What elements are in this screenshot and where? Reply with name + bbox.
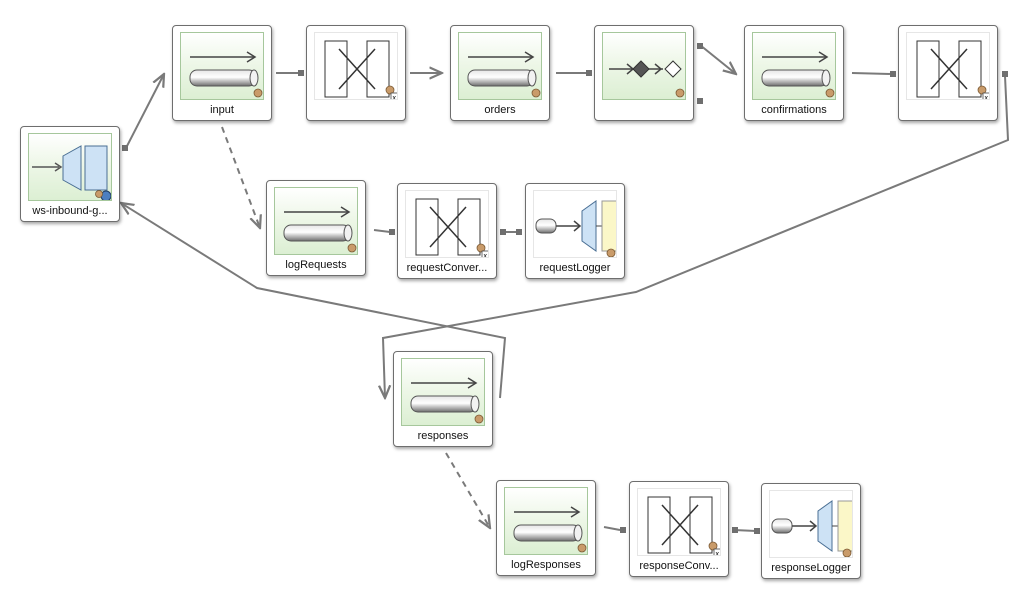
logger-icon [769, 490, 853, 558]
port-requestConverter-out [500, 229, 506, 235]
channel-icon [458, 32, 542, 100]
port-input-out [298, 70, 304, 76]
node-responseLogger[interactable]: responseLogger [761, 483, 861, 579]
node-label: input [210, 104, 234, 116]
channel-icon [401, 358, 485, 426]
node-responses[interactable]: responses [393, 351, 493, 447]
channel-icon [752, 32, 836, 100]
node-label: responseConv... [639, 560, 719, 572]
node-logResponses[interactable]: logResponses [496, 480, 596, 576]
node-router[interactable] [594, 25, 694, 121]
node-label: logRequests [285, 259, 347, 271]
edge-responses-to-logResponses [445, 452, 490, 528]
svg-text:x: x [985, 95, 989, 100]
svg-text:x: x [393, 95, 397, 100]
port-requestLogger-in [516, 229, 522, 235]
node-label: orders [484, 104, 516, 116]
edge-router-to-confirmations [699, 44, 736, 74]
channel-icon [180, 32, 264, 100]
node-label: responseLogger [771, 562, 851, 574]
channel-icon [274, 187, 358, 255]
channel-icon [504, 487, 588, 555]
svg-text:x: x [716, 551, 720, 556]
port-ws-out [122, 145, 128, 151]
node-logRequests[interactable]: logRequests [266, 180, 366, 276]
node-input[interactable]: input [172, 25, 272, 121]
node-label: responses [417, 430, 469, 442]
gateway-icon [28, 133, 112, 201]
port-router-out-2 [697, 98, 703, 104]
node-label: requestConver... [406, 262, 488, 274]
node-transformer-2[interactable]: x [898, 25, 998, 121]
transformer-icon: x [906, 32, 990, 100]
edge-logRequests-to-requestConverter [373, 229, 391, 233]
port-t2-out [1002, 71, 1008, 77]
node-label: ws-inbound-g... [32, 205, 108, 217]
node-ws-inbound-gateway[interactable]: ws-inbound-g... [20, 126, 120, 222]
edge-confirmations-to-t2 [851, 72, 893, 75]
edge-ws-to-input [125, 74, 164, 149]
edge-responses-to-ws [121, 203, 507, 399]
port-responseConverter-out [732, 527, 738, 533]
node-label: confirmations [761, 104, 827, 116]
port-confirmations-out [890, 71, 896, 77]
node-requestLogger[interactable]: requestLogger [525, 183, 625, 279]
port-router-out-1 [697, 43, 703, 49]
edge-input-to-logRequests [221, 126, 260, 228]
transformer-icon: x [314, 32, 398, 100]
port-logResponses-out [620, 527, 626, 533]
node-transformer-1[interactable]: x [306, 25, 406, 121]
edge-t2-to-responses [383, 75, 1010, 398]
svg-text:x: x [484, 253, 488, 258]
port-orders-out [586, 70, 592, 76]
node-confirmations[interactable]: confirmations [744, 25, 844, 121]
port-responseLogger-in [754, 528, 760, 534]
logger-icon [533, 190, 617, 258]
port-logRequests-out [389, 229, 395, 235]
node-orders[interactable]: orders [450, 25, 550, 121]
node-label: logResponses [511, 559, 581, 571]
router-icon [602, 32, 686, 100]
edge-logResponses-to-responseConverter [603, 526, 621, 531]
node-label: requestLogger [539, 262, 611, 274]
transformer-icon: x [637, 488, 721, 556]
transformer-icon: x [405, 190, 489, 258]
node-responseConverter[interactable]: x responseConv... [629, 481, 729, 577]
node-requestConverter[interactable]: x requestConver... [397, 183, 497, 279]
